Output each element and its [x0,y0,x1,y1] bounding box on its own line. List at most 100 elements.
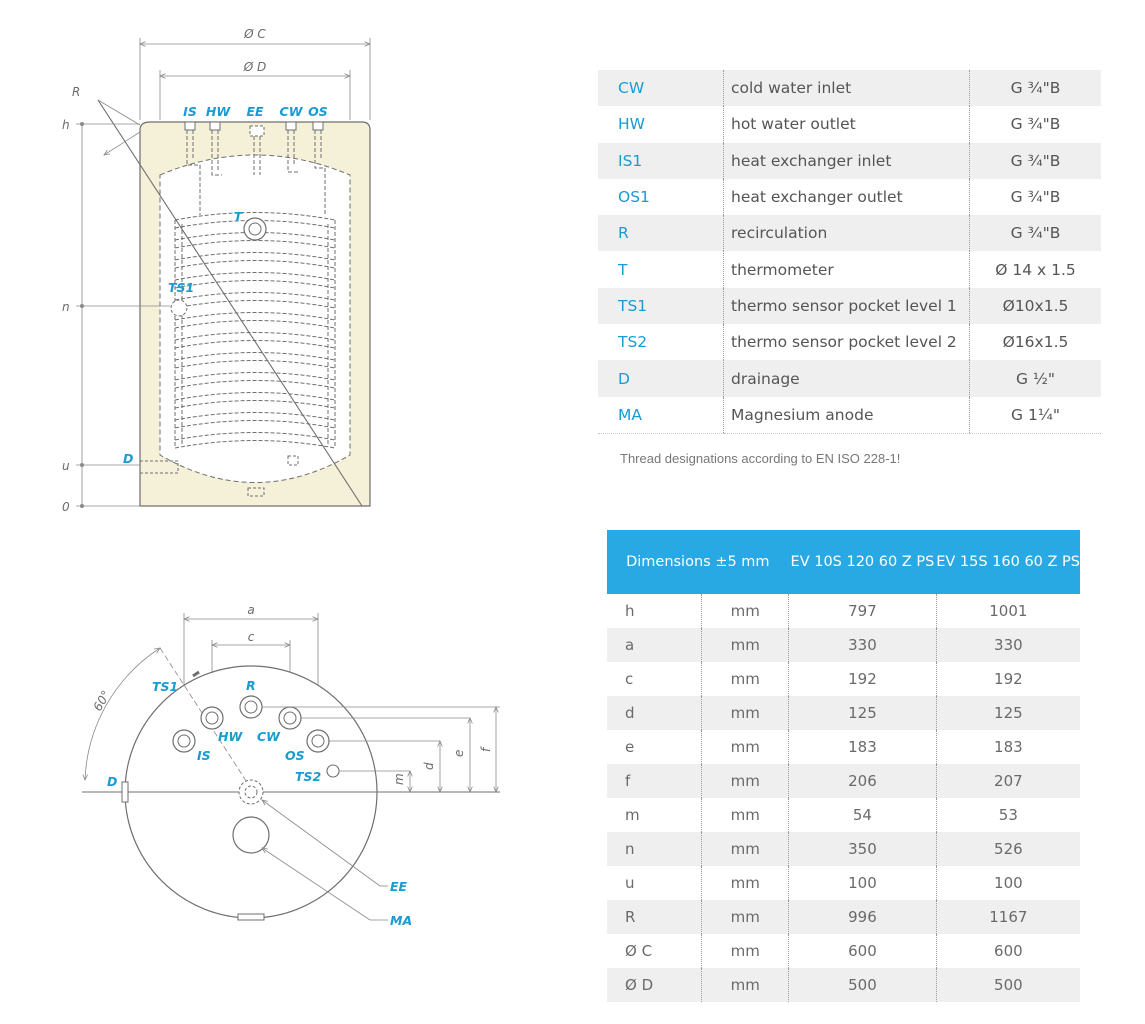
label-angle: 60° [90,688,113,713]
dimensions-table: Dimensions ±5 mm EV 10S 120 60 Z PS EV 1… [607,530,1080,1002]
label-is-top: IS [197,748,211,763]
dimension-unit: mm [701,934,789,968]
dimension-key: a [607,628,702,662]
connection-size: G ½" [969,360,1101,397]
connection-code: IS1 [598,142,724,179]
dimension-key: c [625,670,634,688]
dimension-unit: mm [701,764,789,798]
dimension-key: f [607,764,702,798]
top-pipes [184,121,326,215]
top-view: a c 60° [82,603,500,928]
connection-description: thermo sensor pocket level 1 [723,287,970,325]
connection-code: TS2 [618,333,648,352]
side-view: Ø C Ø D [62,27,370,514]
dimension-unit: mm [701,662,789,696]
connection-description: hot water outlet [723,106,970,143]
connection-size: Ø 14 x 1.5 [969,251,1101,288]
label-r-top: R [246,678,256,693]
connection-size: Ø10x1.5 [969,287,1101,325]
label-ts1-side: TS1 [168,280,194,295]
label-top-hw: HW [206,104,231,119]
label-od: Ø D [243,60,267,74]
connection-size: G ¾"B [969,70,1101,107]
dimension-key: R [607,900,702,934]
dimensions-header-label: Dimensions ±5 mm [607,530,789,594]
dimension-key: m [625,806,640,824]
dimension-unit: mm [701,866,789,900]
connection-description: Magnesium anode [723,396,970,434]
label-a: a [247,603,254,617]
dimension-key: u [625,874,635,892]
connection-code: T [618,260,628,279]
label-ts1-top: TS1 [152,679,178,694]
label-top-cw: CW [280,104,304,119]
label-top-os: OS [308,104,328,119]
dimension-value-model-1: 206 [788,764,937,798]
connection-code: TS1 [598,287,724,325]
connection-code: HW [618,115,645,134]
connection-size: G ¾"B [969,142,1101,179]
dimension-key: h [625,602,635,620]
dimensions-header-row: Dimensions ±5 mm EV 10S 120 60 Z PS EV 1… [607,530,1080,594]
label-d-top: D [107,774,117,789]
dimension-key: n [607,832,702,866]
connection-size: G ¾"B [969,178,1101,216]
dimension-value-model-2: 1167 [935,900,1080,934]
dimension-value-model-1: 797 [788,594,937,628]
dimension-unit: mm [701,730,789,764]
connection-description: thermometer [723,251,970,288]
label-oc: Ø C [243,27,266,41]
dimension-value-model-2: 183 [935,730,1080,764]
dimension-value-model-1: 100 [788,866,937,900]
connection-description: cold water inlet [723,70,970,107]
connection-code: CW [598,70,724,107]
dimension-key: Ø D [607,968,702,1002]
technical-drawing: Ø C Ø D [62,27,500,928]
connection-description: recirculation [723,215,970,252]
label-e-dim: e [452,750,466,757]
dimension-value-model-1: 350 [788,832,937,866]
dimension-value-model-1: 996 [788,900,937,934]
dimension-unit: mm [701,968,789,1002]
inner-vessel [159,154,351,483]
dimension-value-model-2: 100 [935,866,1080,900]
label-ma: MA [390,913,412,928]
dimension-value-model-1: 600 [788,934,937,968]
dimension-value-model-2: 125 [935,696,1080,730]
dimension-value-model-1: 183 [788,730,937,764]
label-top-ee: EE [246,104,264,119]
label-h: h [62,118,70,132]
dimension-unit: mm [701,798,789,832]
connection-code: MA [598,396,724,434]
label-d-side: D [123,451,133,466]
dimensions-header-model-1: EV 10S 120 60 Z PS [788,530,937,594]
dimension-unit: mm [701,628,789,662]
thread-note: Thread designations according to EN ISO … [620,451,901,466]
connection-size: G ¾"B [969,106,1101,143]
label-os-top: OS [285,748,305,763]
connection-description: heat exchanger outlet [723,178,970,216]
label-m: m [392,773,406,785]
top-ports [121,670,340,921]
connection-code: R [598,215,724,252]
label-n: n [62,300,70,314]
label-c: c [248,630,255,644]
connection-code: D [598,360,724,397]
label-zero: 0 [62,500,70,514]
connection-size: G ¾"B [969,215,1101,252]
connection-description: drainage [723,360,970,397]
